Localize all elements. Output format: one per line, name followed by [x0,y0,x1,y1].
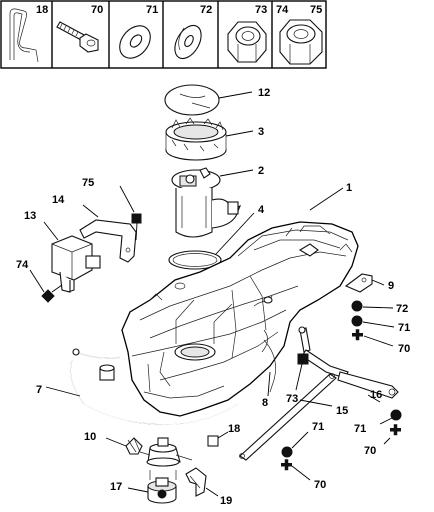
square-open-icon [207,435,219,447]
callout-70: 70 [364,445,376,457]
callout-70: 70 [398,343,410,355]
plus-icon [352,329,363,341]
hex-nut-icon [227,21,267,63]
circle-filled-icon [281,446,293,458]
symbol-group-lower: 71 70 [281,421,326,491]
hex-nut-icon [279,19,323,65]
part-17-pressure-regulator: 17 [110,477,177,504]
callout-70: 70 [314,479,326,491]
part-19-clip: 19 [185,467,232,507]
washer-icon [174,24,202,60]
part-2-fuel-pump-module: 2 [171,165,264,238]
parts-legend-table: 18 70 71 72 73 [0,0,327,69]
part-9-bracket: 9 [344,273,394,293]
plus-icon [281,459,292,471]
callout-71: 71 [354,423,366,435]
circle-filled-icon [351,300,363,312]
callout-2: 2 [258,165,264,177]
part-4-gasket: 4 [168,204,265,270]
callout-9: 9 [388,280,394,292]
part-16-strap: 16 71 70 [337,371,402,457]
callout-12: 12 [258,87,270,99]
callout-8: 8 [262,397,268,409]
part-12-seal: 12 [164,84,270,116]
callout-73: 73 [286,393,298,405]
header-num-74: 74 [276,4,289,16]
plus-icon [390,424,401,436]
callout-17: 17 [110,481,122,493]
washer-icon [119,25,151,59]
callout-4: 4 [258,204,265,216]
callout-72: 72 [396,303,408,315]
part-1-fuel-tank: 1 [121,182,359,417]
square-filled-icon [297,353,309,365]
callout-14: 14 [52,194,65,206]
part-73-strap: 73 [286,326,349,405]
part-14-strap: 14 75 [52,177,142,263]
part-13-canister: 13 74 [16,210,101,303]
clip-icon [9,8,39,63]
callout-16: 16 [370,389,382,401]
header-num-75: 75 [310,4,322,16]
header-num-70: 70 [91,4,103,16]
header-num-71: 71 [146,4,158,16]
part-15-strap: 15 [239,373,348,461]
callout-19: 19 [220,495,232,507]
callout-13: 13 [24,210,36,222]
callout-1: 1 [346,182,352,194]
callout-71: 71 [312,421,324,433]
header-num-73: 73 [255,4,267,16]
part-7-vent-hose: 7 [36,348,239,425]
callout-71: 71 [398,322,410,334]
header-num-18: 18 [36,4,48,16]
symbol-group-right: 72 71 70 [351,300,410,355]
part-10-clip: 10 [84,431,143,455]
callout-3: 3 [258,126,264,138]
part-filter-valve [139,437,193,480]
diamond-filled-icon [41,289,55,303]
callout-7: 7 [36,384,42,396]
screw-icon [56,21,99,53]
square-filled-icon [131,213,142,224]
callout-75: 75 [82,177,94,189]
part-3-lock-ring: 3 [165,117,264,161]
callout-18: 18 [228,423,240,435]
circle-filled-icon [351,315,363,327]
circle-filled-icon [390,409,402,421]
callout-74: 74 [16,259,29,271]
callout-10: 10 [84,431,96,443]
part-18-fixing: 18 [207,423,240,447]
callout-15: 15 [336,405,348,417]
header-num-72: 72 [200,4,212,16]
part-8-filler-hose: 8 [262,339,276,409]
